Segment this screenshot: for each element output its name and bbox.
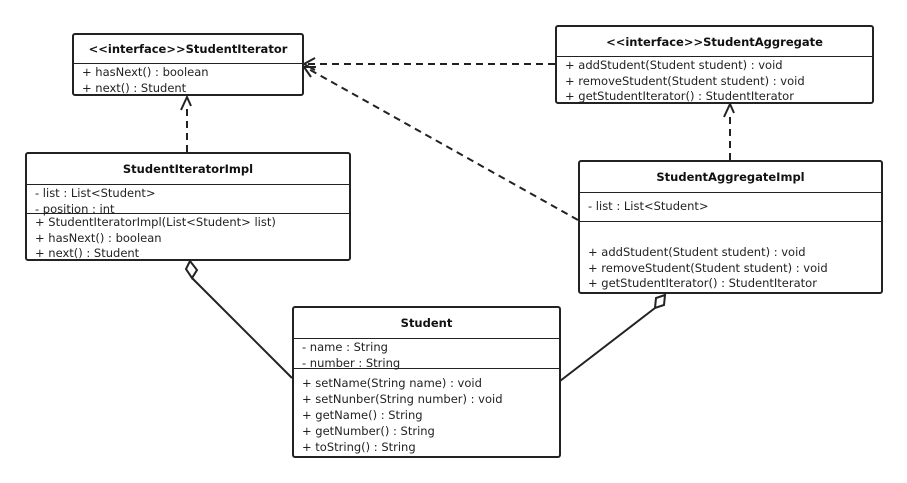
methods-section: + StudentIteratorImpl(List<Student> list…	[27, 214, 349, 260]
class-student-iterator-impl[interactable]: StudentIteratorImpl - list : List<Studen…	[25, 152, 351, 261]
methods-section: + setName(String name) : void + setNunbe…	[294, 369, 559, 455]
method: + setNunber(String number) : void	[302, 392, 503, 406]
realization-iteratorimpl-to-iterator	[180, 94, 192, 152]
method: + addStudent(Student student) : void	[588, 245, 806, 259]
aggregation-iteratorimpl-student	[184, 259, 293, 379]
class-student-iterator[interactable]: <<interface>>StudentIterator + hasNext()…	[72, 33, 304, 96]
class-name: StudentIteratorImpl	[27, 154, 349, 185]
method: + getStudentIterator() : StudentIterator	[565, 89, 794, 103]
attribute: - number : String	[302, 355, 401, 370]
dependency-aggregate-to-iterator	[301, 57, 555, 71]
methods-section: + addStudent(Student student) : void + r…	[557, 57, 872, 103]
method: + setName(String name) : void	[302, 376, 482, 390]
class-name: Student	[294, 308, 559, 339]
method: + hasNext() : boolean	[82, 65, 209, 79]
class-student-aggregate[interactable]: <<interface>>StudentAggregate + addStude…	[555, 25, 874, 104]
attributes-section: - list : List<Student>	[580, 193, 881, 222]
method: + removeStudent(Student student) : void	[588, 260, 828, 275]
attribute: - name : String	[302, 340, 388, 354]
attributes-section: - name : String - number : String	[294, 339, 559, 370]
method: + hasNext() : boolean	[35, 230, 162, 245]
class-student[interactable]: Student - name : String - number : Strin…	[292, 306, 561, 458]
realization-aggregateimpl-to-aggregate	[723, 101, 735, 160]
aggregation-aggregateimpl-student	[559, 293, 667, 382]
method: + toString() : String	[302, 440, 416, 454]
attributes-section: - list : List<Student> - position : int	[27, 185, 349, 216]
attribute: - list : List<Student>	[35, 186, 156, 200]
attribute: - list : List<Student>	[588, 199, 709, 213]
method: + getStudentIterator() : StudentIterator	[588, 276, 817, 290]
method: + next() : Student	[82, 80, 187, 95]
method: + removeStudent(Student student) : void	[565, 73, 805, 88]
attribute: - position : int	[35, 201, 115, 216]
methods-section: + hasNext() : boolean + next() : Student	[74, 64, 302, 95]
method: + StudentIteratorImpl(List<Student> list…	[35, 215, 276, 229]
methods-section: + addStudent(Student student) : void + r…	[580, 222, 881, 292]
class-name: <<interface>>StudentIterator	[74, 35, 302, 64]
method: + addStudent(Student student) : void	[565, 58, 783, 72]
class-name: <<interface>>StudentAggregate	[557, 27, 872, 57]
class-name: StudentAggregateImpl	[580, 162, 881, 193]
class-student-aggregate-impl[interactable]: StudentAggregateImpl - list : List<Stude…	[578, 160, 883, 294]
method: + getName() : String	[302, 408, 423, 422]
dependency-aggregateimpl-to-iterator	[302, 66, 579, 221]
method: + getNumber() : String	[302, 424, 435, 438]
method: + next() : Student	[35, 246, 140, 260]
